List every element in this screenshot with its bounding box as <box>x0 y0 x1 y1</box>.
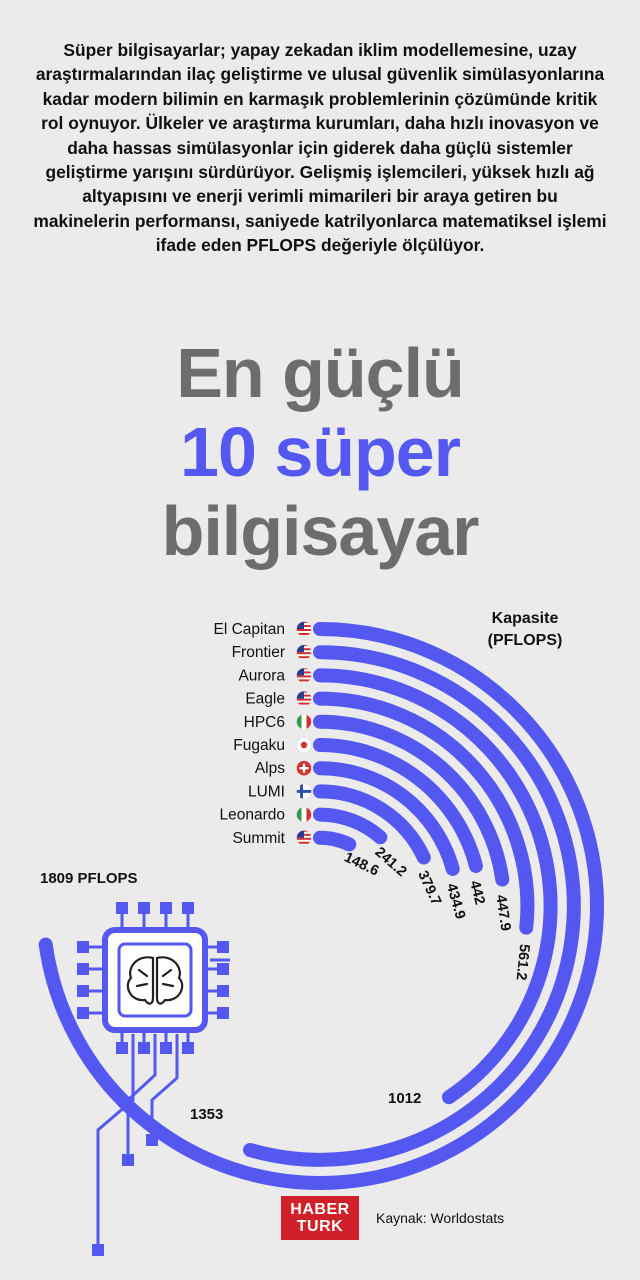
value-label-lumi: 379.7 <box>414 868 444 908</box>
value-label-fugaku: 442 <box>466 879 488 906</box>
name-label-leonardo: Leonardo <box>219 807 285 824</box>
flag-ch-icon <box>296 760 312 777</box>
flag-us-icon <box>296 667 312 684</box>
name-label-el-capitan: El Capitan <box>213 621 285 638</box>
source-credit: Kaynak: Worldostats <box>376 1210 505 1226</box>
cpu-chip-icon <box>77 902 229 1054</box>
name-label-summit: Summit <box>232 830 285 847</box>
flag-us-icon <box>296 621 312 637</box>
flag-us-icon <box>296 690 312 707</box>
chart-flag-icons <box>296 621 312 846</box>
intro-paragraph: Süper bilgisayarlar; yapay zekadan iklim… <box>33 40 607 256</box>
chart-name-labels: El CapitanFrontierAuroraEagleHPC6FugakuA… <box>213 621 285 847</box>
name-label-alps: Alps <box>255 760 285 777</box>
value-label-el-capitan: 1809 PFLOPS <box>40 870 138 887</box>
bar-hpc6 <box>313 714 510 887</box>
logo-line-2: TURK <box>296 1218 344 1235</box>
flag-it-icon <box>296 806 312 823</box>
bar-frontier <box>243 645 581 1167</box>
name-label-hpc6: HPC6 <box>244 714 285 731</box>
value-label-aurora: 1012 <box>388 1090 422 1107</box>
bar-summit <box>313 830 357 852</box>
value-label-frontier: 1353 <box>190 1106 224 1123</box>
value-label-hpc6: 447.9 <box>492 894 513 932</box>
name-label-aurora: Aurora <box>238 667 285 684</box>
name-label-eagle: Eagle <box>245 691 285 708</box>
flag-jp-icon <box>296 737 312 753</box>
bar-fugaku <box>313 738 483 873</box>
bar-lumi <box>313 784 431 865</box>
name-label-fugaku: Fugaku <box>233 737 285 754</box>
value-label-eagle: 561.2 <box>512 943 532 981</box>
haberturk-logo: HABER TURK <box>281 1196 359 1240</box>
logo-line-1: HABER <box>290 1201 350 1218</box>
bar-leonardo <box>313 807 388 845</box>
name-label-lumi: LUMI <box>248 783 285 800</box>
headline-line-2: 10 süper <box>180 413 461 491</box>
chart-bars <box>38 622 604 1190</box>
value-axis-label: Kapasite (PFLOPS) <box>487 610 563 649</box>
bar-el-capitan <box>38 622 604 1190</box>
headline-line-3: bilgisayar <box>161 492 480 570</box>
value-label-alps: 434.9 <box>443 882 468 921</box>
flag-us-icon <box>296 644 312 661</box>
bar-alps <box>313 761 460 876</box>
flag-fi-icon <box>296 783 312 800</box>
brain-icon <box>126 956 184 1005</box>
bar-aurora <box>313 668 558 1105</box>
flag-it-icon <box>296 713 312 730</box>
flag-us-icon <box>296 829 312 846</box>
bar-eagle <box>313 691 535 935</box>
headline-line-1: En güçlü <box>176 334 465 412</box>
name-label-frontier: Frontier <box>232 644 285 661</box>
